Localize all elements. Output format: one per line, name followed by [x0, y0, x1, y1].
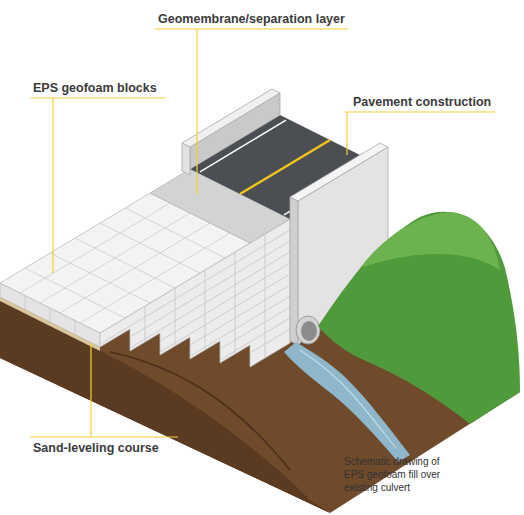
figure-caption: Schematic drawing of EPS geofoam fill ov… — [344, 455, 456, 494]
culvert-pipe — [296, 316, 320, 344]
grid-line — [40, 213, 190, 303]
stream-highlight — [300, 350, 396, 448]
stream — [284, 342, 410, 462]
grid-line — [25, 268, 125, 318]
grid-line — [50, 253, 150, 303]
block-joint — [25, 296, 26, 310]
brick-line — [100, 329, 290, 443]
leaders — [30, 29, 495, 437]
leader-line — [52, 98, 53, 273]
leader-line — [90, 344, 91, 437]
leader-line — [346, 112, 347, 155]
wall-end — [290, 197, 298, 345]
callout-label: EPS geofoam blocks — [33, 81, 157, 96]
leader-line — [196, 29, 197, 195]
label-underline — [30, 436, 178, 437]
brick-line — [100, 307, 290, 421]
label-underline — [155, 28, 348, 29]
callout-label: Sand-leveling course — [33, 441, 159, 456]
block-joint — [50, 308, 51, 322]
grid-line — [80, 233, 230, 323]
block-joint — [75, 321, 76, 335]
grid-line — [20, 203, 170, 293]
callout-label: Geomembrane/separation layer — [158, 12, 345, 27]
grid-line — [100, 223, 200, 273]
label-underline — [345, 111, 495, 112]
grid-line — [60, 223, 210, 313]
wall-top — [290, 143, 388, 201]
culvert-opening — [301, 321, 317, 341]
label-underline — [30, 97, 165, 98]
grass-highlight — [360, 212, 500, 270]
grid-line — [75, 238, 175, 288]
brick-line — [100, 318, 290, 432]
eps-top-grid — [20, 203, 230, 323]
parapet-end — [182, 143, 190, 175]
callout-label: Pavement construction — [353, 95, 491, 110]
